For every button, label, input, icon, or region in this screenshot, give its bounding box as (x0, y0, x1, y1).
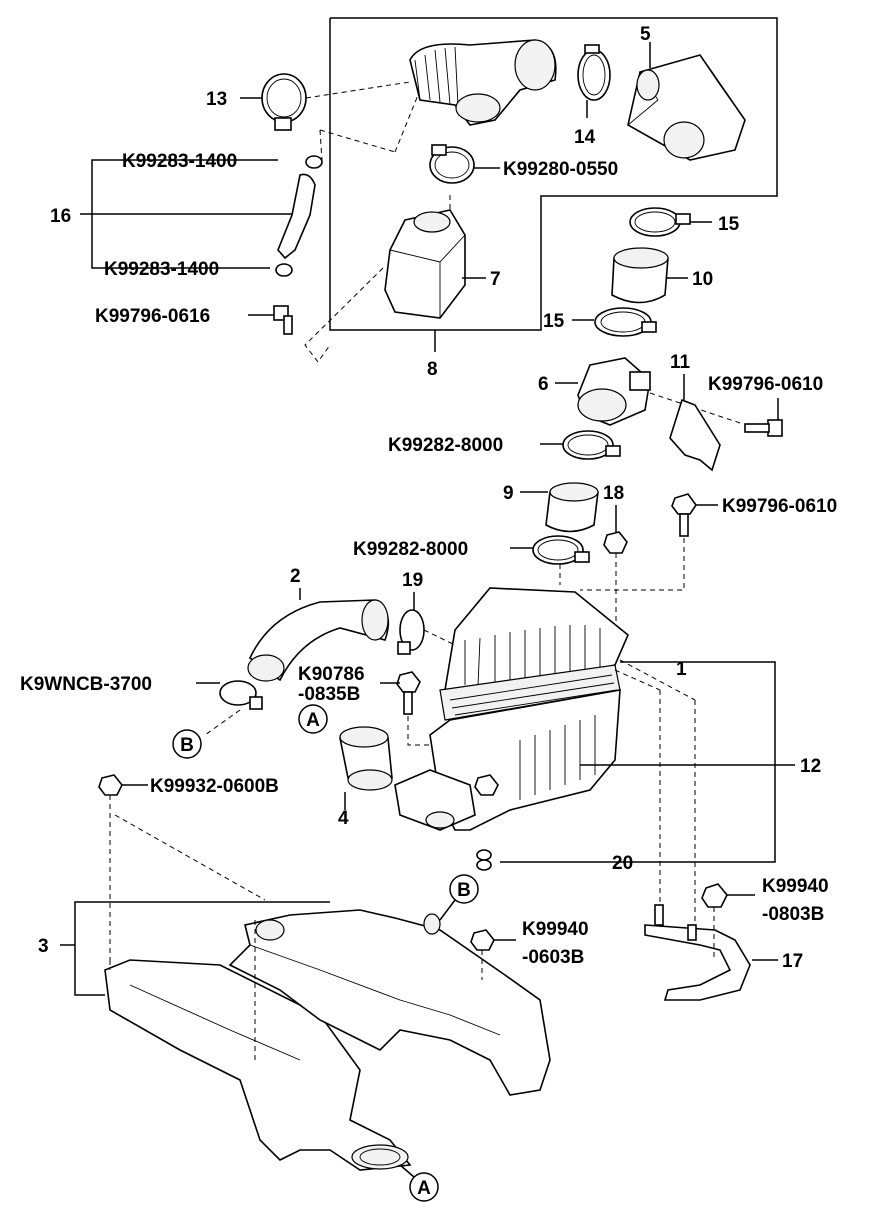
label-k99940-0603b-line1: K99940 (522, 919, 589, 940)
label-k90786-line2: -0835B (298, 684, 360, 705)
label-part-11: 11 (670, 352, 691, 373)
label-k99280-0550: K99280-0550 (503, 159, 618, 180)
label-part-14: 14 (574, 127, 596, 148)
label-part-10: 10 (692, 269, 713, 290)
label-k99796-0616: K99796-0616 (95, 306, 210, 327)
bracket-part-11 (669, 374, 721, 472)
label-k99282-8000-a: K99282-8000 (388, 435, 503, 456)
hose-part-9 (520, 482, 599, 533)
label-part-17: 17 (782, 951, 803, 972)
bolt-k99796-0610-upper (744, 398, 783, 437)
nut-part-18 (603, 505, 628, 650)
label-part-6: 6 (538, 374, 549, 395)
clamp-k99282-upper (540, 430, 621, 460)
label-part-1: 1 (676, 659, 687, 680)
ref-circle-a-top: A (298, 704, 328, 734)
bolt-k99796-0616 (248, 305, 293, 335)
label-k99940-0603b-line2: -0603B (522, 947, 584, 968)
hose-part-10 (611, 247, 688, 304)
label-part-3: 3 (38, 936, 49, 957)
label-part-19: 19 (402, 570, 423, 591)
label-k99940-0803b-line1: K99940 (762, 876, 829, 897)
clamp-part-13 (240, 73, 411, 131)
clamp-part-15-bottom (572, 307, 657, 337)
bolt-k99796-0610-lower (580, 493, 718, 591)
label-part-2: 2 (290, 566, 301, 587)
label-k99283-1400-a: K99283-1400 (122, 151, 237, 172)
label-part-15-top: 15 (718, 214, 740, 235)
nut-k99940-0603b (470, 929, 516, 980)
label-part-16: 16 (50, 206, 71, 227)
duct-part-7 (384, 209, 486, 319)
label-part-8: 8 (427, 359, 438, 380)
nut-k99932 (98, 774, 266, 960)
ref-circle-b-left: B (172, 729, 202, 759)
label-k99932-0600b: K99932-0600B (150, 776, 279, 797)
label-part-4: 4 (338, 808, 349, 829)
duct-part-3 (60, 901, 551, 1171)
label-part-5: 5 (640, 24, 651, 45)
clamp-k99280 (429, 144, 500, 184)
label-k90786-line1: K90786 (298, 664, 365, 685)
assembly-8-frame (329, 17, 778, 352)
intake-hose-top (409, 39, 557, 126)
label-part-12: 12 (800, 756, 821, 777)
ref-circle-b-mid: B (439, 874, 479, 921)
breather-hose-part-16 (80, 155, 323, 277)
clamp-part-15-top (629, 207, 712, 237)
label-part-20: 20 (612, 853, 633, 874)
bolt-k90786 (380, 671, 440, 746)
ref-a-bottom-label: A (417, 1178, 431, 1199)
label-part-9: 9 (503, 483, 514, 504)
ref-circle-a-bottom: A (399, 1164, 439, 1202)
ref-b-left-label: B (180, 735, 194, 756)
clamp-k9wncb (196, 680, 263, 736)
label-k99796-0610-a: K99796-0610 (708, 374, 823, 395)
ref-b-mid-label: B (457, 880, 471, 901)
nut-k99940-0803b (701, 883, 755, 960)
label-part-7: 7 (490, 269, 501, 290)
hose-part-2 (247, 588, 390, 682)
hose-part-4 (339, 726, 393, 810)
label-part-18: 18 (603, 483, 624, 504)
label-k99796-0610-b: K99796-0610 (722, 496, 837, 517)
label-k99283-1400-b: K99283-1400 (104, 259, 219, 280)
clamp-k99282-lower (510, 535, 590, 585)
label-k99282-8000-b: K99282-8000 (353, 539, 468, 560)
clamp-part-14 (577, 44, 611, 118)
ref-a-top-label: A (306, 710, 320, 731)
bracket-part-17 (644, 904, 778, 1001)
air-cleaner-assembly-part-1 (394, 587, 795, 930)
label-part-13: 13 (206, 89, 227, 110)
clamp-part-19 (397, 592, 456, 655)
resonator-part-5 (627, 42, 746, 161)
label-k9wncb-3700: K9WNCB-3700 (20, 674, 152, 695)
label-part-15-bottom: 15 (543, 311, 565, 332)
mass-airflow-part-6 (555, 357, 741, 426)
label-k99940-0803b-line2: -0803B (762, 904, 824, 925)
